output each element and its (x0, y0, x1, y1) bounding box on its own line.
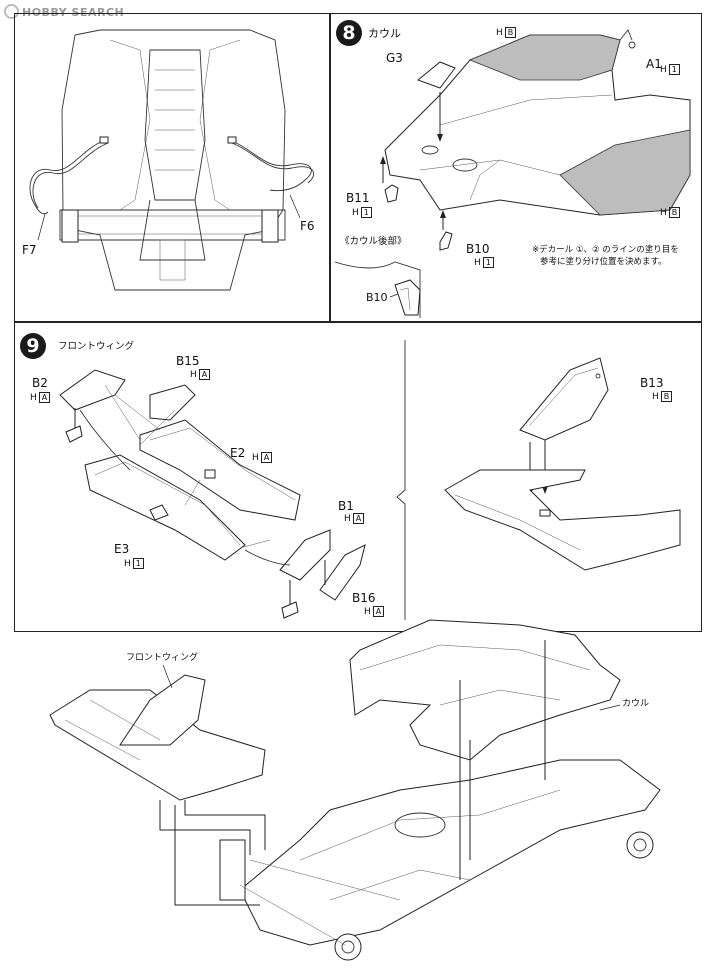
part-label-a1: A1 (646, 57, 662, 71)
final-cowl-label: カウル (622, 699, 650, 709)
part-label-f6: F6 (300, 219, 315, 233)
part-e3-drawing (84, 454, 246, 561)
part-b1-drawing (279, 529, 331, 619)
watermark-text: HOBBY SEARCH (22, 6, 125, 19)
guide-line-2 (184, 800, 266, 850)
decal-note-line1: ※デカール ①、② のラインの塗り目を (532, 245, 679, 255)
part-label-b1: B1 (338, 499, 354, 513)
cowl-a1-drawing (384, 29, 691, 216)
watermark-logo: HOBBY SEARCH (4, 4, 124, 19)
part-label-f7: F7 (22, 243, 37, 257)
part-b13-drawing (519, 357, 609, 441)
chassis-final (219, 759, 661, 961)
part-label-b11: B11 (346, 191, 370, 205)
part-b2-drawing (59, 369, 126, 443)
part-b11-drawing (380, 156, 399, 203)
part-label-b2: B2 (32, 376, 48, 390)
part-label-b15: B15 (176, 354, 200, 368)
panel-step8 (330, 13, 702, 322)
step-number-9: 9 (20, 333, 46, 359)
step9-title: フロントウィング (58, 341, 135, 352)
front-wing-assembly-right (444, 440, 681, 571)
part-label-b10-inset: B10 (366, 291, 388, 304)
guide-line-1 (159, 800, 251, 855)
step9-divider (396, 340, 406, 620)
front-wing-subassembly (49, 664, 266, 801)
guide-line-3 (174, 805, 260, 906)
step-number-8: 8 (336, 20, 362, 46)
part-b10-drawing (439, 210, 453, 251)
inset-cowl-rear (334, 261, 421, 318)
part-label-e2: E2 (230, 446, 246, 460)
inset-title: 《カウル後部》 (340, 236, 407, 247)
decal-note-line2: 参考に塗り分け位置を決めます。 (540, 257, 667, 267)
panel-step7-tail (14, 13, 330, 322)
step8-title: カウル (368, 27, 401, 40)
part-label-b16: B16 (352, 591, 376, 605)
part-b16-drawing (319, 544, 366, 601)
part-b15-drawing (149, 384, 196, 421)
part-label-b10: B10 (466, 242, 490, 256)
part-label-e3: E3 (114, 542, 130, 556)
panel-step9 (14, 322, 702, 632)
logo-mark-icon (4, 4, 19, 19)
part-label-b13: B13 (640, 376, 664, 390)
final-front-wing-label: フロントウィング (126, 653, 199, 663)
cowl-final (349, 619, 621, 761)
part-label-g3: G3 (386, 51, 403, 65)
part-e2-drawing (139, 419, 301, 521)
part-g3-drawing (417, 61, 456, 142)
rear-chassis-drawing (29, 29, 314, 291)
